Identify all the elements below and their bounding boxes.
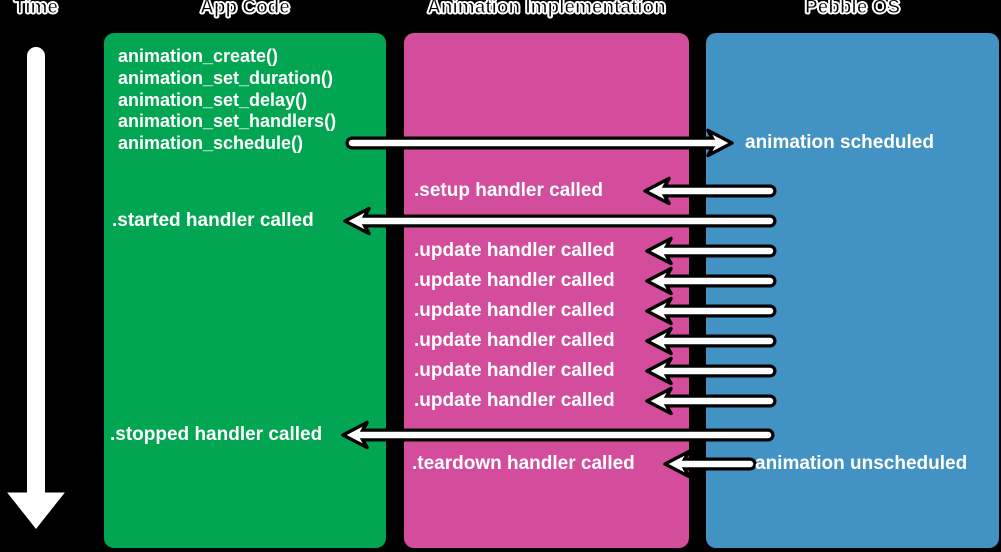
time-column-header: Time: [13, 0, 58, 19]
label-animation-unscheduled: animation unscheduled: [755, 453, 968, 474]
app-code-call-list: animation_create() animation_set_duratio…: [118, 46, 336, 155]
animation-implementation-column: [404, 33, 689, 548]
label-update-handler-called-3: .update handler called: [414, 300, 615, 321]
label-update-handler-called-2: .update handler called: [414, 270, 615, 291]
label-update-handler-called-6: .update handler called: [414, 390, 615, 411]
animation-implementation-column-header: Animation Implementation: [427, 0, 667, 19]
call-animation-set-duration: animation_set_duration(): [118, 67, 334, 88]
label-update-handler-called-1: .update handler called: [414, 240, 615, 261]
pebble-os-column-header: Pebble OS: [804, 0, 901, 19]
label-update-handler-called-4: .update handler called: [414, 330, 615, 351]
label-stopped-handler-called: .stopped handler called: [110, 424, 323, 445]
call-animation-create: animation_create(): [118, 46, 279, 66]
call-animation-set-delay: animation_set_delay(): [118, 89, 308, 110]
time-arrow: [0, 43, 73, 536]
app-code-column-header: App Code: [200, 0, 291, 19]
call-animation-schedule: animation_schedule(): [118, 133, 304, 154]
label-teardown-handler-called: .teardown handler called: [412, 453, 635, 474]
call-animation-set-handlers: animation_set_handlers(): [118, 111, 337, 132]
label-setup-handler-called: .setup handler called: [414, 180, 603, 201]
label-update-handler-called-5: .update handler called: [414, 360, 615, 381]
label-animation-scheduled: animation scheduled: [745, 132, 934, 153]
label-started-handler-called: .started handler called: [112, 210, 314, 231]
app-code-column: [104, 33, 386, 548]
